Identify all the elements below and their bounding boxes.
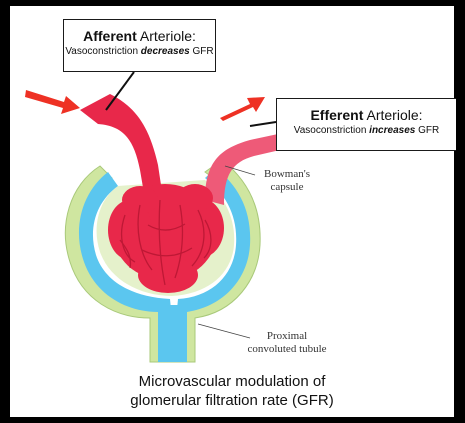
proximal-tubule-label-line2: convoluted tubule	[232, 343, 342, 356]
afferent-title: Afferent Arteriole:	[64, 28, 215, 45]
efferent-leader-line	[250, 122, 276, 126]
tubule-lumen	[165, 305, 180, 362]
proximal-tubule-label-line1: Proximal	[232, 330, 342, 343]
afferent-arteriole-callout: Afferent Arteriole: Vasoconstriction dec…	[63, 19, 216, 72]
efferent-title: Efferent Arteriole:	[277, 107, 456, 124]
efferent-description: Vasoconstriction increases GFR	[277, 124, 456, 137]
caption-line2: glomerular filtration rate (GFR)	[10, 391, 454, 410]
caption-line1: Microvascular modulation of	[10, 372, 454, 391]
bowmans-capsule-label-line2: capsule	[252, 181, 322, 194]
proximal-tubule-label: Proximal convoluted tubule	[232, 330, 342, 356]
diagram-caption: Microvascular modulation of glomerular f…	[10, 372, 454, 410]
efferent-arrow-icon	[220, 97, 265, 121]
bowmans-capsule-label-line1: Bowman's	[252, 168, 322, 181]
efferent-arteriole-callout: Efferent Arteriole: Vasoconstriction inc…	[276, 98, 456, 151]
afferent-arrow-icon	[25, 90, 80, 114]
afferent-description: Vasoconstriction decreases GFR	[64, 45, 215, 58]
bowmans-capsule-label: Bowman's capsule	[252, 168, 322, 194]
